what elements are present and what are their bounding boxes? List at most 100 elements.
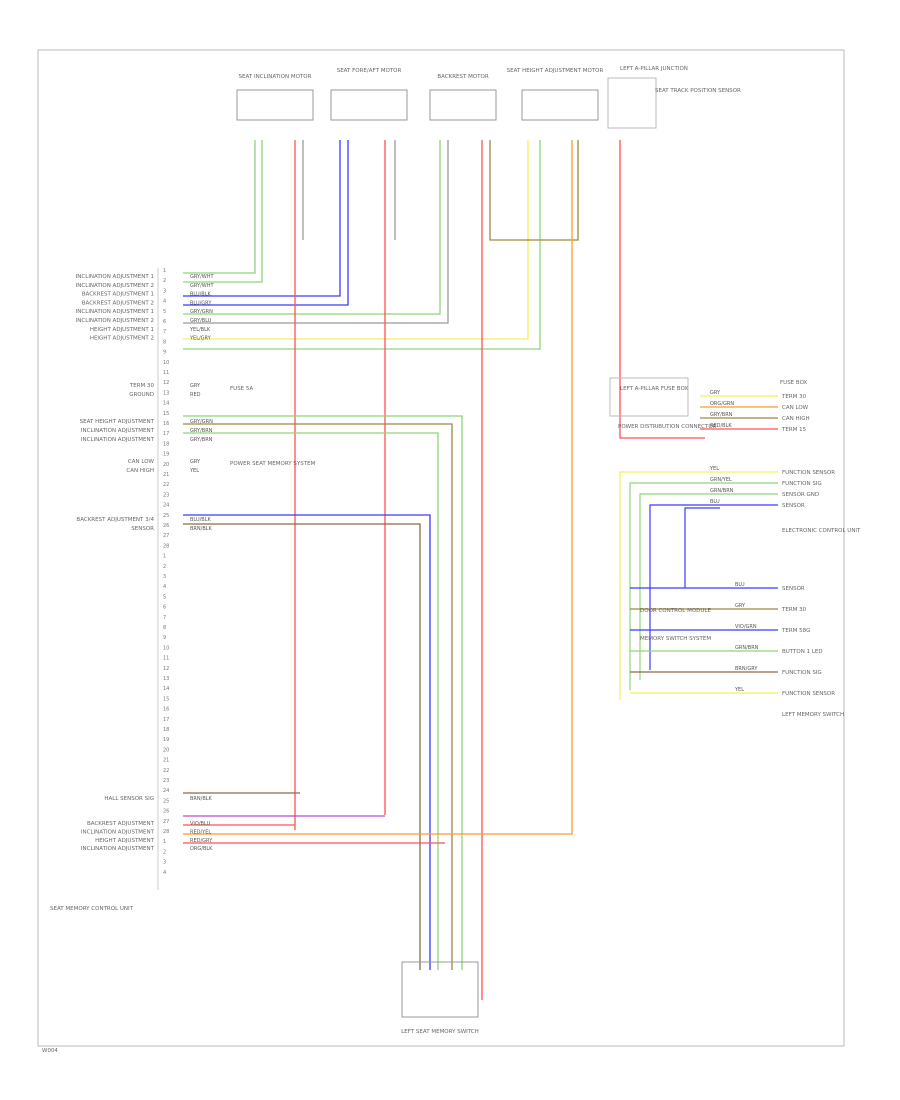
module-label-4: SEAT HEIGHT ADJUSTMENT MOTOR — [507, 68, 604, 74]
memory-wire-label: YEL — [734, 687, 744, 693]
signal-label-g6: HALL SENSOR SIG — [104, 796, 154, 802]
pin-number: 15 — [163, 696, 169, 702]
pin-number: 4 — [163, 299, 166, 305]
bottom-connector-label: LEFT SEAT MEMORY SWITCH — [401, 1029, 479, 1035]
pin-number: 3 — [163, 860, 166, 866]
fuse-wire-label: GRY — [710, 390, 721, 396]
pin-number: 8 — [163, 625, 166, 631]
pin-number: 20 — [163, 462, 169, 468]
wire-label-g4: GRY — [190, 459, 201, 465]
ecu-signal-label: SENSOR — [782, 503, 805, 509]
signal-label-g5: SENSOR — [131, 526, 154, 532]
ecu-wire — [619, 471, 778, 700]
pin-number: 10 — [163, 645, 169, 651]
module-label-5: LEFT A-PILLAR JUNCTION — [620, 66, 688, 72]
wire-label-g7: RED/GRY — [190, 838, 213, 844]
fuse-wire-label: RED/BLK — [710, 423, 732, 429]
seat-fore-aft-motor — [330, 89, 408, 121]
pin-number: 19 — [163, 737, 169, 743]
signal-label-g1: INCLINATION ADJUSTMENT 1 — [76, 309, 154, 315]
wires — [183, 140, 705, 1000]
ecu-wire — [649, 504, 778, 670]
pin-number: 16 — [163, 421, 169, 427]
bottom-connector — [401, 961, 479, 1018]
signal-label-g1: BACKREST ADJUSTMENT 2 — [82, 300, 154, 306]
pin-number: 20 — [163, 747, 169, 753]
pin-number: 3 — [163, 574, 166, 580]
pin-number: 2 — [163, 564, 166, 570]
ecu-signal-label: FUNCTION SENSOR — [782, 470, 835, 476]
pin-number: 9 — [163, 350, 166, 356]
fuse-wire-label: GRY/BRN — [710, 412, 733, 418]
pin-number: 8 — [163, 339, 166, 345]
pin-number: 27 — [163, 533, 169, 539]
signal-label-g1: INCLINATION ADJUSTMENT 2 — [76, 318, 154, 324]
memory-wire-label: GRY — [735, 603, 746, 609]
pin-number: 14 — [163, 686, 169, 692]
wire-label-g7: RED/YEL — [190, 829, 211, 835]
memory-wire-label: VIO/GRN — [735, 624, 757, 630]
wire-label-g7: ORG/BLK — [190, 846, 213, 852]
wire-fore-2 — [183, 140, 449, 324]
a-pillar-junction — [607, 77, 657, 129]
fuse-note: FUSE 5A — [230, 386, 253, 392]
memory-signal-label: BUTTON 1 LED — [782, 649, 823, 655]
memory-signal-label: TERM 30 — [781, 607, 807, 613]
wire-incl-2 — [183, 140, 263, 283]
ecu-wire — [629, 482, 778, 690]
memory-signal-label: FUNCTION SENSOR — [782, 691, 835, 697]
wire-label-g4: YEL — [189, 468, 199, 474]
top-modules: SEAT INCLINATION MOTOR SEAT FORE/AFT MOT… — [236, 66, 741, 129]
wire-g5-1 — [183, 514, 431, 970]
pin-number: 17 — [163, 717, 169, 723]
pin-number: 26 — [163, 523, 169, 529]
pin-number: 26 — [163, 809, 169, 815]
wire-height-bot — [183, 140, 573, 835]
wire-label-g2: GRY — [190, 383, 201, 389]
wire-olive-height — [489, 140, 579, 241]
ecu-wire-label: GRN/BRN — [710, 488, 734, 494]
wire-height-1 — [183, 140, 529, 340]
pin-number: 12 — [163, 380, 169, 386]
ecu-wire-label: GRN/YEL — [710, 477, 732, 483]
pin-number: 6 — [163, 319, 166, 325]
control-unit-pins: 1234567891011121314151617181920212223242… — [157, 268, 169, 890]
pin-number: 28 — [163, 829, 169, 835]
pin-number: 1 — [163, 554, 166, 560]
module-label-1: SEAT INCLINATION MOTOR — [239, 74, 312, 80]
signal-label-g5: BACKREST ADJUSTMENT 3/4 — [76, 517, 154, 523]
pin-number: 18 — [163, 727, 169, 733]
signal-label-g1: INCLINATION ADJUSTMENT 1 — [76, 274, 154, 280]
pin-number: 21 — [163, 758, 169, 764]
module-label-2: SEAT FORE/AFT MOTOR — [337, 68, 402, 74]
stop-module-label: DOOR CONTROL MODULE — [640, 608, 711, 614]
pin-number: 3 — [163, 288, 166, 294]
module-label-3: BACKREST MOTOR — [437, 74, 489, 80]
pin-number: 11 — [163, 656, 169, 662]
pin-number: 25 — [163, 513, 169, 519]
pin-number: 28 — [163, 543, 169, 549]
pin-number: 13 — [163, 676, 169, 682]
memory-signal-label: SENSOR — [782, 586, 805, 592]
pin-number: 27 — [163, 819, 169, 825]
fuse-signal-label: CAN HIGH — [782, 416, 810, 422]
wire-label-g1: YEL/GRY — [189, 336, 212, 342]
pin-number: 17 — [163, 431, 169, 437]
signal-label-g2: GROUND — [129, 392, 154, 398]
pin-number: 10 — [163, 360, 169, 366]
junction-label: POWER DISTRIBUTION CONNECTOR — [618, 424, 717, 430]
pin-number: 19 — [163, 452, 169, 458]
pin-number: 24 — [163, 788, 169, 794]
pin-number: 5 — [163, 309, 166, 315]
signal-label-g4: CAN HIGH — [126, 468, 154, 474]
signal-label-g1: HEIGHT ADJUSTMENT 1 — [90, 327, 154, 333]
module-sub-5: SEAT TRACK POSITION SENSOR — [655, 88, 741, 94]
wire-label-g2: RED — [190, 392, 201, 398]
wire-g3-1 — [183, 415, 463, 970]
wire-backrest-1 — [183, 140, 341, 297]
wire-label-g5: BLU/BLK — [190, 517, 212, 523]
fuse-box — [609, 377, 689, 417]
memory-signal-label: FUNCTION SIG — [782, 670, 822, 676]
